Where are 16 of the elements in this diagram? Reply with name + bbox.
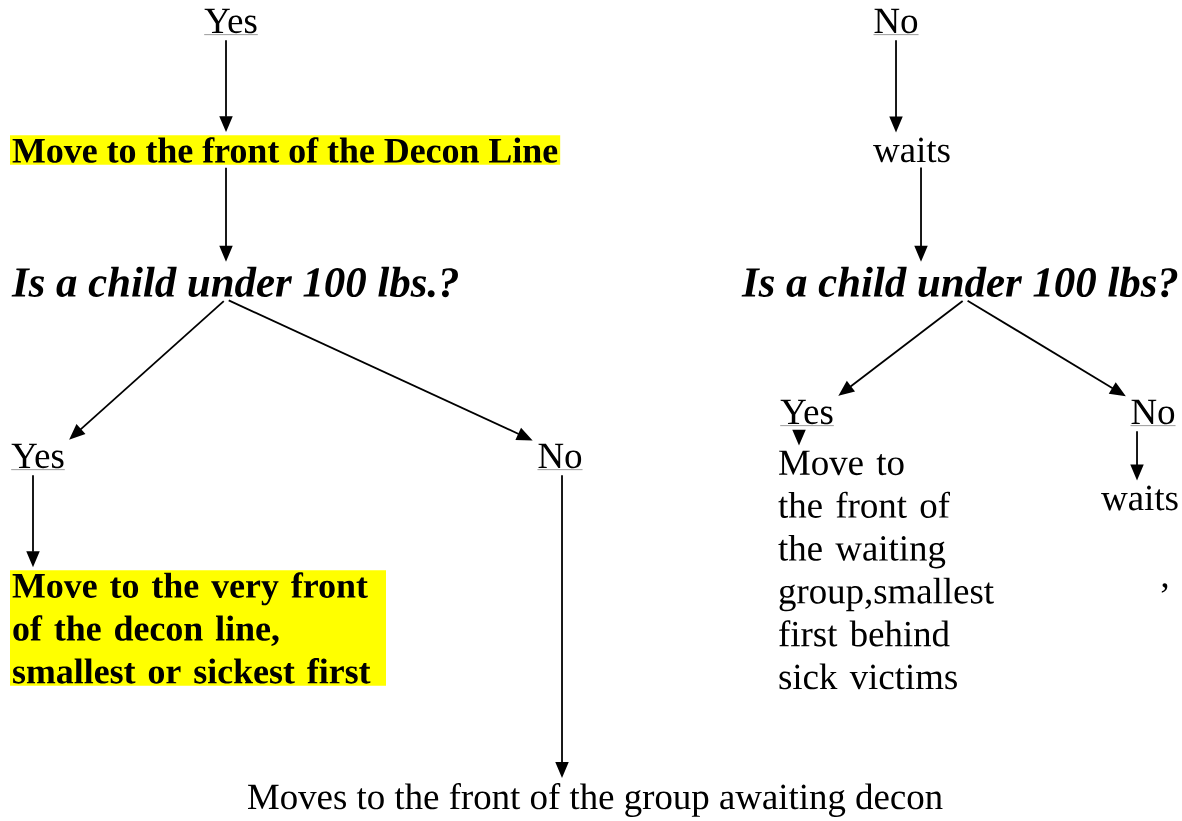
answer-label: No	[537, 443, 583, 470]
arrow	[69, 300, 225, 440]
outcome-text: waits	[873, 137, 950, 163]
answer-label: No	[873, 8, 919, 35]
answer-label: Yes	[780, 399, 835, 426]
punctuation-text: ,	[1161, 583, 1168, 593]
answer-label: No	[1130, 399, 1176, 426]
outcome-text: Moves to the front of the group awaiting decon	[248, 783, 943, 817]
highlighted-text: Move to the very front of the decon line, smallest or sickest first	[10, 570, 386, 686]
question-text: Is a child under 100 lbs.?	[11, 266, 458, 298]
outcome-text: Move to the front of the waiting group,smallest first behind sick victims	[778, 450, 994, 690]
answer-label: Yes	[204, 8, 258, 35]
highlighted-text: Move to the front of the Decon Line	[10, 135, 561, 165]
answer-label: Yes	[11, 443, 65, 470]
outcome-text: waits	[1101, 485, 1178, 511]
question-text: Is a child under 100 lbs?	[741, 266, 1178, 298]
